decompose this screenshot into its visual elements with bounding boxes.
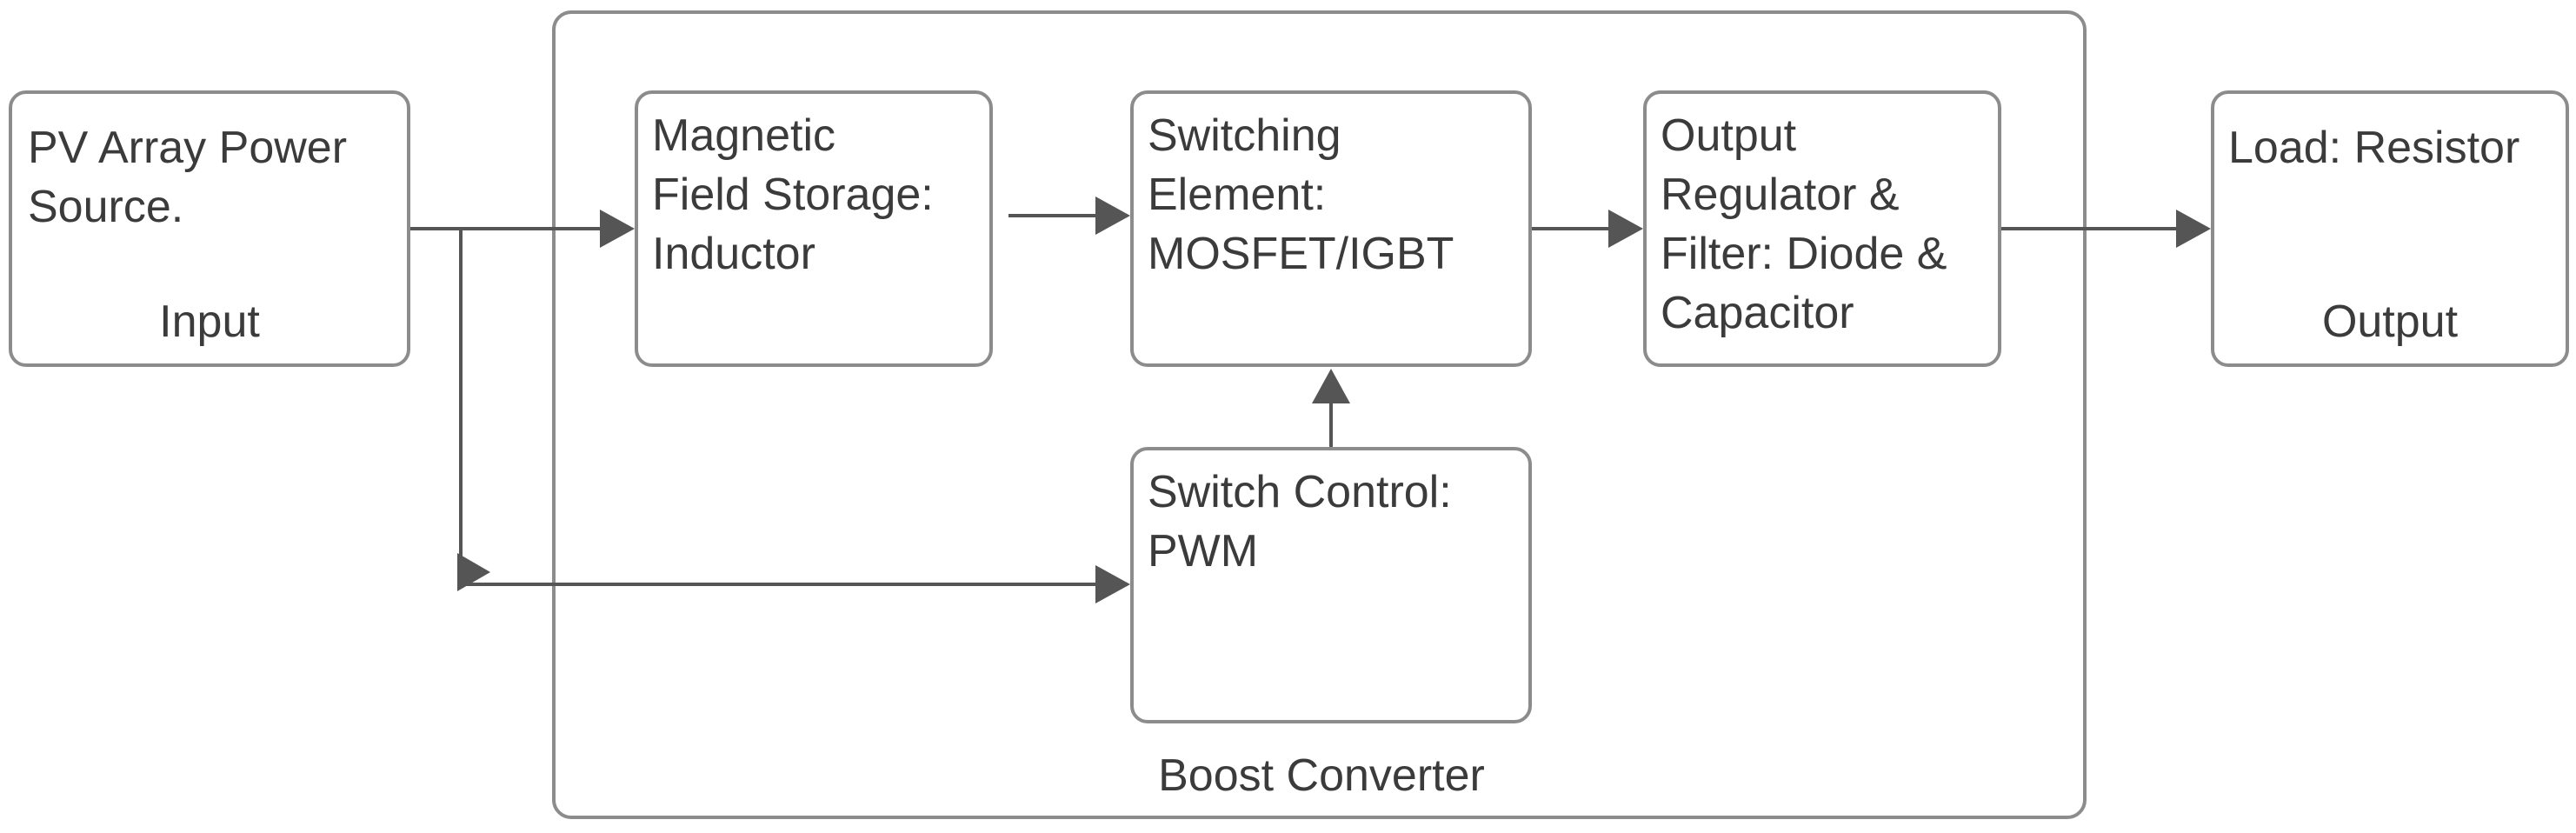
switching-element-box: Switching Element: MOSFET/IGBT	[1130, 90, 1532, 367]
load-title: Load: Resistor	[2228, 123, 2520, 173]
boost-converter-label: Boost Converter	[1158, 750, 1485, 801]
arrowhead-switch-from-control	[1312, 369, 1350, 403]
pv-array-source-box: PV Array Power Source. Input	[9, 90, 410, 367]
inductor-title: Magnetic Field Storage: Inductor	[652, 110, 934, 279]
input-caption: Input	[159, 297, 260, 347]
inductor-box: Magnetic Field Storage: Inductor	[635, 90, 993, 367]
arrowhead-regulator	[1608, 210, 1643, 248]
junction-arrowhead	[457, 553, 490, 591]
switching-element-title: Switching Element: MOSFET/IGBT	[1148, 110, 1454, 279]
arrowhead-switch	[1095, 197, 1130, 235]
arrowhead-inductor	[600, 210, 635, 248]
output-caption: Output	[2321, 297, 2459, 347]
switch-control-box: Switch Control: PWM	[1130, 447, 1532, 723]
pv-array-source-title: PV Array Power Source.	[28, 123, 348, 232]
output-regulator-title: Output Regulator & Filter: Diode & Capac…	[1661, 110, 1947, 338]
arrowhead-control	[1095, 565, 1130, 603]
switch-control-title: Switch Control: PWM	[1148, 467, 1452, 576]
arrowhead-load	[2176, 210, 2211, 248]
output-regulator-box: Output Regulator & Filter: Diode & Capac…	[1643, 90, 2001, 367]
boost-converter-container	[552, 10, 2087, 819]
load-box: Load: Resistor Output	[2211, 90, 2569, 367]
